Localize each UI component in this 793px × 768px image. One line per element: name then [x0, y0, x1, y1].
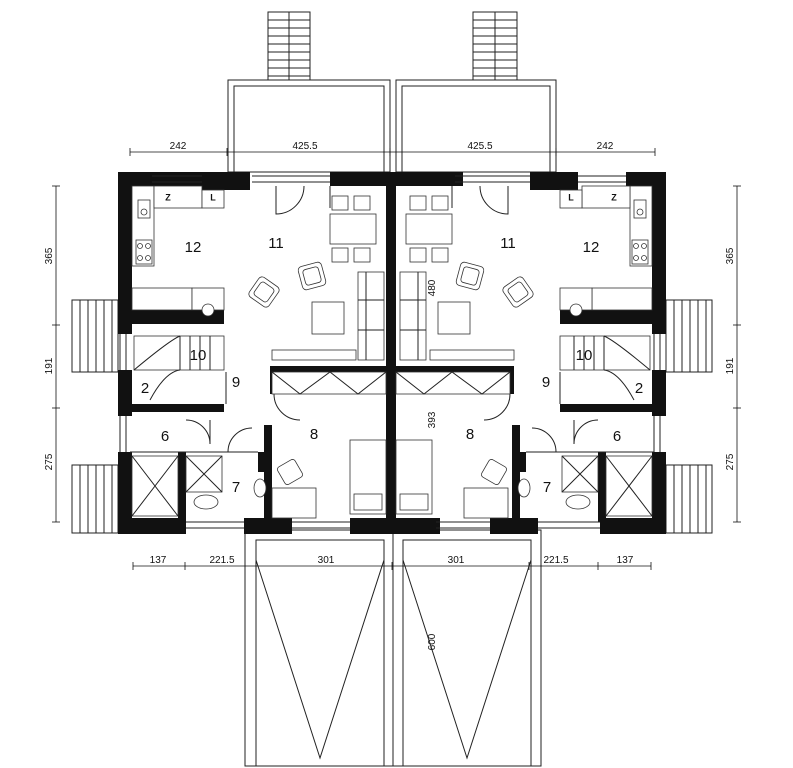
dim-side-left-3: 275 — [44, 453, 55, 470]
dim-top-right-inner: 425.5 — [467, 141, 492, 152]
room-11-left: 11 — [268, 235, 284, 252]
dim-bottom-left-3: 301 — [318, 555, 335, 566]
dim-bottom-right-3: 301 — [448, 555, 465, 566]
bathroom-fixtures — [131, 455, 653, 517]
dim-bottom-right-2: 221.5 — [543, 555, 568, 566]
room-7-right: 7 — [543, 479, 551, 496]
dimension-lines — [52, 148, 741, 570]
mark-z-right: Z — [611, 192, 617, 202]
dim-center-upper: 480 — [427, 279, 438, 296]
dim-side-right-1: 365 — [725, 247, 736, 264]
room-2-left: 2 — [141, 380, 149, 397]
room-12-left: 12 — [185, 239, 202, 256]
dim-side-right-2: 191 — [725, 357, 736, 374]
partitions — [119, 175, 661, 529]
furniture-right — [395, 195, 534, 395]
kitchen-left — [131, 185, 225, 317]
room-10-left: 10 — [190, 347, 207, 364]
room-9-left: 9 — [232, 374, 240, 391]
kitchen-marks: Z L L Z — [165, 192, 617, 202]
dim-center-lower: 393 — [427, 411, 438, 428]
garages — [244, 529, 542, 767]
room-10-right: 10 — [576, 347, 593, 364]
dim-bottom-right-1: 137 — [617, 555, 634, 566]
dim-bottom-left-2: 221.5 — [209, 555, 234, 566]
kitchen-right — [559, 185, 653, 317]
top-terraces — [227, 11, 557, 173]
dim-top-right-outer: 242 — [597, 141, 614, 152]
room-8-right: 8 — [466, 426, 474, 443]
dimension-labels: 242 425.5 425.5 242 137 221.5 301 301 22… — [44, 141, 736, 650]
room-6-right: 6 — [613, 428, 621, 445]
internal-stairs — [133, 335, 651, 401]
dim-side-left-1: 365 — [44, 247, 55, 264]
room-9-right: 9 — [542, 374, 550, 391]
room-6-left: 6 — [161, 428, 169, 445]
dim-garage-depth: 600 — [427, 633, 438, 650]
bedroom-furniture — [271, 439, 509, 519]
dim-top-left-inner: 425.5 — [292, 141, 317, 152]
room-labels-right: 12 11 10 9 2 8 6 7 — [466, 235, 643, 496]
furniture-left — [248, 195, 387, 395]
dim-top-left-outer: 242 — [170, 141, 187, 152]
room-11-right: 11 — [500, 235, 516, 252]
dim-side-left-2: 191 — [44, 357, 55, 374]
room-12-right: 12 — [583, 239, 600, 256]
mark-z-left: Z — [165, 192, 171, 202]
walls — [118, 172, 666, 534]
top-stair-right — [472, 11, 518, 81]
mark-l-right: L — [568, 192, 574, 202]
room-2-right: 2 — [635, 380, 643, 397]
room-labels-left: 12 11 10 9 2 8 6 7 — [141, 235, 318, 496]
dim-bottom-left-1: 137 — [150, 555, 167, 566]
side-stairs — [71, 299, 713, 534]
room-7-left: 7 — [232, 479, 240, 496]
mark-l-left: L — [210, 192, 216, 202]
doors — [185, 185, 599, 453]
top-stair-left — [267, 11, 311, 81]
room-8-left: 8 — [310, 426, 318, 443]
dim-side-right-3: 275 — [725, 453, 736, 470]
